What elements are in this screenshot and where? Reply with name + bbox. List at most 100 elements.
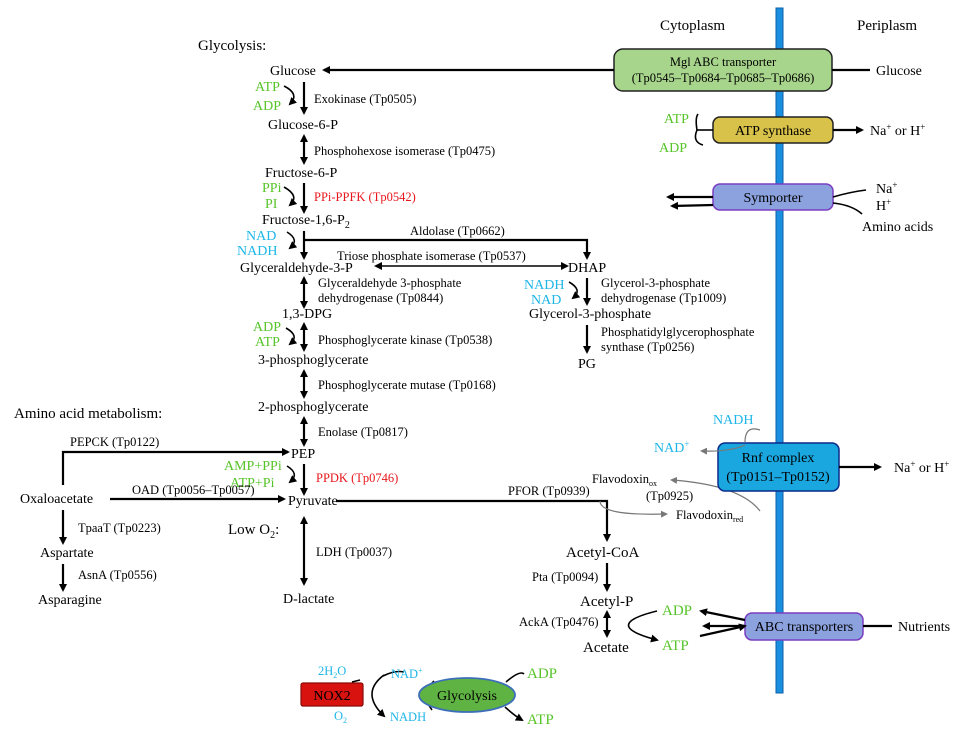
glycolysis-adp: ADP	[527, 666, 557, 682]
flavodoxin-ox-label: Flavodoxinox	[592, 472, 657, 488]
g3phos-label: Glycerol-3-phosphate	[529, 307, 651, 322]
nox2-label: NOX2	[313, 689, 350, 704]
amp-ppi: AMP+PPi	[224, 459, 282, 474]
acetate-label: Acetate	[583, 640, 629, 656]
g3pdh-label-2: dehydrogenase (Tp1009)	[601, 291, 726, 305]
na-h-1: Na+ or H+	[870, 122, 925, 139]
adp-lower-curve	[694, 129, 704, 146]
atp-synthase-label: ATP synthase	[735, 124, 811, 139]
atp-synthase-atp: ATP	[664, 112, 689, 127]
flavodoxin-red-label: Flavodoxinred	[676, 508, 743, 524]
pgk-label: Phosphoglycerate kinase (Tp0538)	[318, 333, 492, 347]
gapdh-label-2: dehydrogenase (Tp0844)	[318, 291, 443, 305]
symporter-na: Na+	[876, 180, 897, 197]
pepck-arrow	[61, 448, 290, 485]
dlactate-label: D-lactate	[283, 592, 334, 607]
nox-o2: O2	[334, 709, 347, 725]
aldolase-label: Aldolase (Tp0662)	[410, 224, 505, 238]
pfor-label: PFOR (Tp0939)	[508, 484, 590, 498]
glucose-out-label: Glucose	[876, 64, 922, 79]
rnf-nad: NAD+	[654, 439, 689, 456]
rnf-label-2: (Tp0151–Tp0152)	[726, 470, 830, 485]
adp-2: ADP	[253, 320, 281, 335]
nox-nad: NAD+	[391, 666, 423, 681]
pi-label: PI	[265, 197, 278, 212]
rnf-nad-arrow	[700, 444, 746, 455]
mgl-label-1: Mgl ABC transporter	[670, 55, 777, 69]
oad-label: OAD (Tp0056–Tp0057)	[132, 483, 255, 497]
pg2-label: 2-phosphoglycerate	[258, 400, 368, 415]
phi-label: Phosphohexose isomerase (Tp0475)	[314, 144, 495, 158]
pg-label: PG	[578, 357, 596, 372]
aldolase-branch-arrow	[304, 238, 591, 260]
rnf-label-1: Rnf complex	[742, 451, 815, 466]
glucose-label: Glucose	[270, 64, 316, 79]
adp-atp-curve-2	[285, 327, 298, 346]
atp-pi: ATP+Pi	[230, 476, 275, 491]
amino-title: Amino acid metabolism:	[14, 406, 162, 422]
symporter-arrow-2	[670, 201, 714, 210]
nad-2: NAD	[531, 293, 561, 308]
pgps-label-1: Phosphatidylglycerophosphate	[601, 325, 755, 339]
nutrients-label: Nutrients	[898, 620, 950, 635]
g3p-label: Glyceraldehyde-3-P	[240, 261, 353, 276]
na-h-3: Na+ or H+	[894, 459, 949, 476]
abc-adp-arrow	[699, 608, 746, 622]
nox-nad-link	[382, 670, 405, 677]
ackA-adp-atp-curve	[627, 610, 659, 643]
gapdh-label-1: Glyceraldehyde 3-phosphate	[318, 276, 462, 290]
acetyl-p-label: Acetyl-P	[580, 594, 633, 610]
ppdk-label: PPDK (Tp0746)	[316, 471, 398, 485]
symporter-out-2	[832, 202, 863, 215]
nox2-box	[300, 682, 364, 707]
nox-h2o: 2H2O	[318, 664, 346, 680]
nox-nadh: NADH	[390, 710, 426, 724]
nad-1: NAD	[246, 229, 276, 244]
amino-acids-label: Amino acids	[862, 220, 933, 235]
asparagine-label: Asparagine	[38, 593, 102, 608]
adp-1: ADP	[253, 99, 281, 114]
glycolysis-adp-curve	[505, 672, 525, 683]
nadh-nad-curve-2	[568, 281, 581, 300]
aspartate-label: Aspartate	[40, 546, 94, 561]
pg3-label: 3-phosphoglycerate	[258, 353, 368, 368]
pgm-label: Phosphoglycerate mutase (Tp0168)	[318, 378, 496, 392]
glycolysis-atp: ATP	[527, 712, 554, 728]
membrane-bar	[775, 7, 784, 694]
pepck-label: PEPCK (Tp0122)	[70, 435, 159, 449]
dpg-label: 1,3-DPG	[282, 307, 332, 322]
atp-upper-curve	[695, 113, 699, 131]
exokinase-label: Exokinase (Tp0505)	[314, 92, 416, 106]
nadh-1: NADH	[237, 244, 277, 259]
pta-label: Pta (Tp0094)	[532, 570, 598, 584]
g6p-label: Glucose-6-P	[268, 118, 338, 133]
glycolysis-bottom-label: Glycolysis	[437, 689, 497, 704]
glycolysis-ellipse	[418, 677, 516, 713]
amp-atp-curve	[286, 465, 298, 484]
acetyl-coa-label: Acetyl-CoA	[566, 545, 639, 561]
tpaat-label: TpaaT (Tp0223)	[78, 521, 161, 535]
glycolysis-title: Glycolysis:	[198, 38, 266, 54]
ppi-pi-curve	[283, 186, 298, 207]
symporter-h: H+	[876, 197, 891, 214]
cytoplasm-label: Cytoplasm	[660, 18, 725, 34]
nox-left-curve	[371, 674, 386, 718]
glycolysis-atp-arrow	[504, 706, 524, 721]
mgl-label-2: (Tp0545–Tp0684–Tp0685–Tp0686)	[632, 71, 815, 85]
nad-nadh-curve-1	[286, 231, 298, 250]
pep-label: PEP	[291, 447, 315, 462]
pfor-arrow	[336, 499, 611, 542]
nadh-2: NADH	[524, 278, 564, 293]
atp-synthase-adp: ADP	[659, 141, 687, 156]
atp-1: ATP	[255, 80, 280, 95]
ppfk-label: PPi-PPFK (Tp0542)	[314, 190, 416, 204]
asna-label: AsnA (Tp0556)	[78, 568, 157, 582]
f6p-label: Fructose-6-P	[265, 166, 338, 181]
low-o2-label: Low O2:	[228, 522, 279, 541]
pgps-label-2: synthase (Tp0256)	[601, 340, 694, 354]
nox-h2o-link	[351, 679, 361, 683]
oxaloacetate-label: Oxaloacetate	[20, 492, 93, 507]
abc-atp-arrow	[699, 623, 747, 638]
rnf-nadh-curve	[744, 428, 761, 443]
